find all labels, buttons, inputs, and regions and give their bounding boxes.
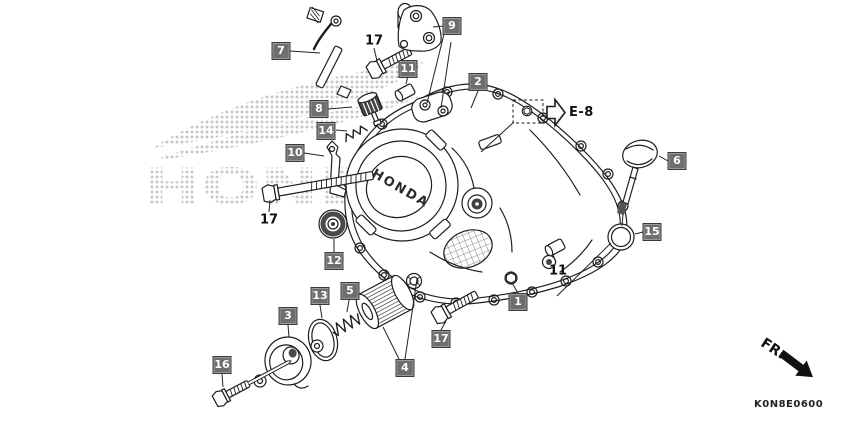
oring-part15	[607, 223, 635, 251]
part-callout-3[interactable]: 3	[278, 307, 298, 325]
leader-lines	[221, 25, 669, 388]
dowel-pin-part11-bottom	[544, 238, 566, 257]
part-callout-14[interactable]: 14	[316, 122, 336, 140]
bearing-part12	[318, 209, 348, 239]
part-callout-6[interactable]: 6	[667, 152, 687, 170]
oil-filter-part4	[355, 272, 423, 330]
e8-arrow-icon	[546, 97, 567, 128]
e8-reference-graphic	[512, 97, 567, 128]
cover-recess	[461, 187, 493, 219]
part-callout-1[interactable]: 1	[508, 293, 528, 311]
part-callout-10[interactable]: 10	[285, 144, 305, 162]
part-callout-17-top[interactable]: 17	[364, 33, 384, 49]
spring-part14	[345, 125, 368, 143]
flange-bolt-part1	[504, 271, 518, 285]
bolt-part16	[211, 360, 292, 408]
part-callout-5[interactable]: 5	[340, 282, 360, 300]
clutch-lever-part7	[306, 6, 352, 99]
dowel-pin-part11-top	[394, 83, 416, 102]
bolt-part17-top	[365, 47, 413, 80]
spring-part5	[332, 313, 361, 337]
cover-screen-window	[443, 229, 493, 269]
e8-reference-label[interactable]: E-8	[569, 105, 594, 120]
part-callout-11-plain[interactable]: 11	[548, 263, 568, 279]
cover-rim-pads	[355, 129, 502, 240]
diagram-code: K0N8E0600	[754, 399, 824, 410]
part-callout-9[interactable]: 9	[442, 17, 462, 35]
part-callout-8[interactable]: 8	[309, 100, 329, 118]
part-callout-2[interactable]: 2	[468, 73, 488, 91]
part-callout-7[interactable]: 7	[271, 42, 291, 60]
bolt-part17-bottom	[430, 290, 479, 325]
dipstick-part6	[617, 139, 658, 215]
adjuster-part8	[357, 92, 383, 127]
filter-grommet	[405, 272, 423, 290]
part-callout-13[interactable]: 13	[310, 287, 330, 305]
bolt-part17-left	[261, 171, 375, 204]
part-callout-4[interactable]: 4	[395, 359, 415, 377]
part-callout-11-top[interactable]: 11	[398, 60, 418, 78]
part-callout-17-left[interactable]: 17	[259, 212, 279, 228]
part-callout-12[interactable]: 12	[324, 252, 344, 270]
fr-direction-arrow-icon	[778, 349, 813, 378]
bracket-part9	[397, 2, 442, 52]
honda-wing-logo	[152, 62, 424, 148]
part-callout-16[interactable]: 16	[212, 356, 232, 374]
part-callout-17-bottom[interactable]: 17	[431, 330, 451, 348]
part-callout-15[interactable]: 15	[642, 223, 662, 241]
